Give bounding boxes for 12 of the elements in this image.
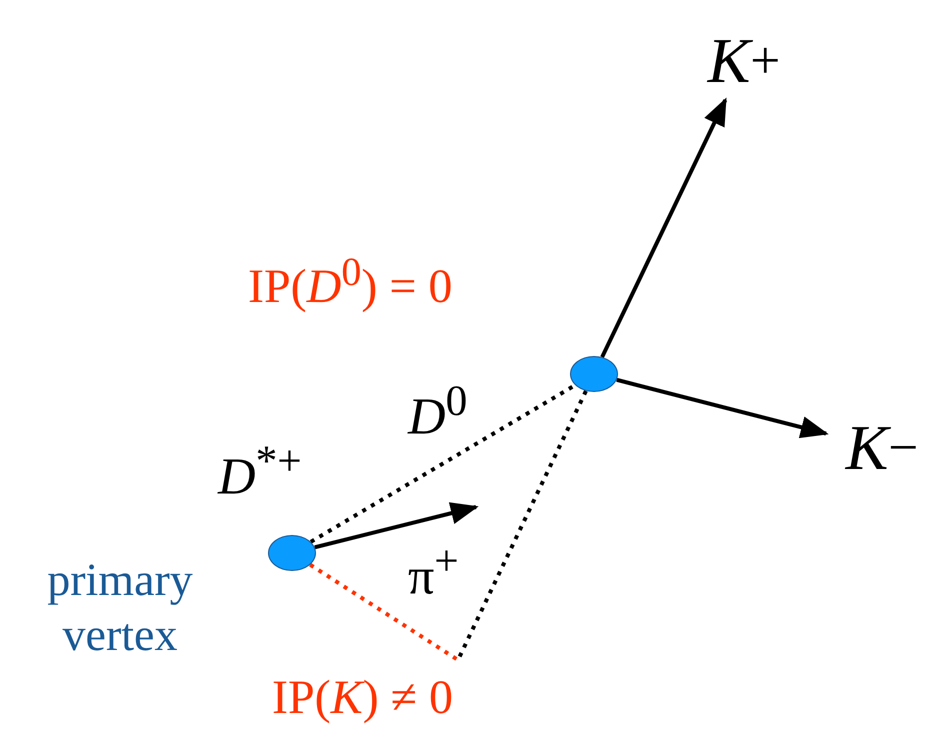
arrow [314, 502, 479, 550]
arrow [600, 97, 728, 358]
edge-label: D$^{0}$ [408, 380, 468, 444]
annotation-label: D$^{*+}$ [218, 440, 302, 504]
vertex-dot [268, 535, 316, 571]
dotted-line [309, 563, 460, 662]
edge-label: π$^{+}$ [408, 540, 459, 604]
arrow [616, 378, 829, 438]
annotation-label: IP(D$^{0}$) = 0 [248, 252, 452, 311]
annotation-label: IP(K) ≠ 0 [272, 674, 454, 722]
vertex-dot [570, 356, 618, 392]
vertex-caption: primary vertex [46, 553, 194, 662]
